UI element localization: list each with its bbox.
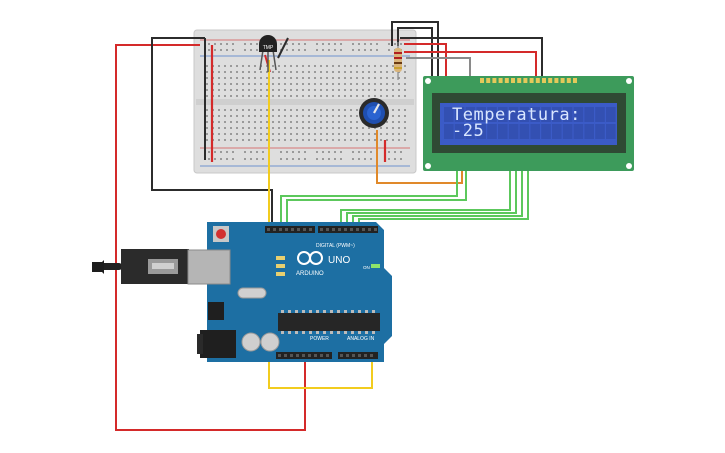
wire-lcd-black-2[interactable]	[397, 27, 433, 80]
lcd-line-2: -25	[452, 121, 485, 141]
wire-gnd-black[interactable]	[151, 37, 273, 228]
wires	[115, 21, 543, 431]
board-model: UNO	[328, 255, 350, 266]
arduino-logo-icon	[297, 251, 323, 265]
arduino-uno[interactable]: ARDUINO UNO ON DIGITAL (PWM~) POWER ANAL…	[92, 222, 392, 362]
wire-green-1[interactable]	[280, 170, 458, 228]
lcd-module[interactable]	[423, 76, 634, 171]
breadboard[interactable]	[193, 29, 417, 174]
board-brand: ARDUINO	[296, 271, 324, 277]
power-jack	[200, 330, 236, 358]
usb-cable	[100, 263, 122, 270]
wire-green-2[interactable]	[286, 170, 467, 228]
wire-lcd-red-1[interactable]	[404, 43, 447, 80]
digital-label: DIGITAL (PWM~)	[316, 243, 355, 249]
lcd-line-1: Temperatura:	[452, 105, 581, 125]
digital-header-left[interactable]	[265, 226, 315, 233]
wire-lcd-gray[interactable]	[406, 57, 471, 80]
resistor[interactable]	[394, 42, 402, 80]
temperature-sensor[interactable]: TMP	[259, 35, 277, 72]
wire-sensor-black[interactable]	[277, 37, 289, 59]
power-label: POWER	[310, 336, 329, 342]
wire-pot-orange[interactable]	[376, 130, 463, 184]
wire-lcd-red-2[interactable]	[404, 51, 537, 80]
analog-label: ANALOG IN	[347, 336, 375, 342]
digital-header-right[interactable]	[318, 226, 378, 233]
microcontroller-chip	[278, 313, 380, 331]
potentiometer[interactable]	[359, 98, 389, 128]
wire-green-3[interactable]	[340, 170, 511, 228]
wire-lcd-black-3[interactable]	[400, 37, 543, 80]
on-label: ON	[363, 265, 370, 270]
wire-5v-red[interactable]	[115, 44, 306, 431]
sensor-label: TMP	[263, 45, 274, 51]
usb-jack	[187, 249, 231, 285]
wire-green-4[interactable]	[346, 170, 517, 228]
